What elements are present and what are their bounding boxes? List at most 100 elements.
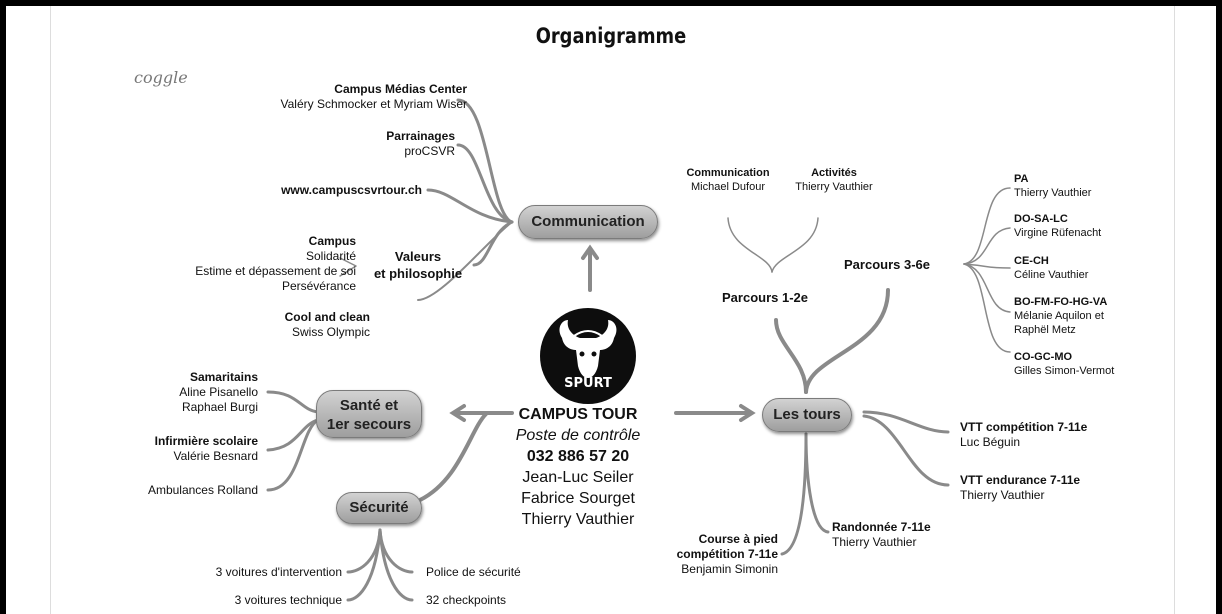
line-bofm: [963, 263, 1011, 313]
line-sante-securite: [418, 412, 488, 502]
node-valeurs-line: et philosophie: [373, 266, 463, 281]
node-les-tours[interactable]: Les tours: [762, 398, 852, 432]
item-title: VTT compétition 7-11e: [960, 420, 1088, 434]
node-parcours-3-6e: Parcours 3-6e: [844, 257, 930, 272]
item-title: Cool and clean: [284, 310, 370, 324]
item-voitures-intervention: 3 voitures d'intervention: [215, 565, 342, 579]
page-title: Organigramme: [535, 24, 687, 48]
item-campus-medias: Campus Médias Center Valéry Schmocker et…: [281, 82, 467, 112]
item-title: CE-CH: [1014, 255, 1049, 267]
line-cogcmo: [963, 263, 1011, 353]
valeurs-campus: Campus: [308, 234, 356, 248]
logo-text: SPURT: [564, 376, 612, 391]
item-cogcmo: CO-GC-MO Gilles Simon-Vermot: [1014, 350, 1114, 378]
item-website[interactable]: www.campuscsvrtour.ch: [281, 183, 422, 197]
node-communication[interactable]: Communication: [518, 205, 658, 239]
item-sub: Valérie Besnard: [173, 449, 259, 463]
line-voitures-technique: [346, 528, 382, 602]
item-sub: proCSVR: [404, 144, 455, 158]
node-valeurs: Valeurs et philosophie: [360, 248, 476, 282]
line-center-tours: [674, 404, 756, 422]
line-campus-valeurs: [339, 257, 357, 277]
item-police: Police de sécurité: [426, 565, 521, 579]
item-vtt-endurance: VTT endurance 7-11e Thierry Vauthier: [960, 473, 1080, 503]
center-person: Jean-Luc Seiler: [522, 469, 634, 486]
item-sub: Michael Dufour: [691, 181, 765, 193]
item-title: compétition 7-11e: [676, 547, 778, 561]
line-tours-p12: [774, 318, 808, 394]
item-title: CO-GC-MO: [1014, 351, 1073, 363]
item-sub: Thierry Vauthier: [1014, 187, 1092, 199]
center-name: CAMPUS TOUR: [518, 406, 638, 423]
item-voitures-technique: 3 voitures technique: [234, 593, 342, 607]
node-parcours-1-2e: Parcours 1-2e: [722, 290, 808, 305]
line-dosalc: [963, 227, 1011, 265]
line-tours-p36: [804, 288, 890, 394]
item-vtt-competition: VTT compétition 7-11e Luc Béguin: [960, 420, 1087, 450]
item-sub: Raphël Metz: [1014, 324, 1076, 336]
line-infirmiere: [266, 418, 320, 452]
item-title: VTT endurance 7-11e: [960, 473, 1081, 487]
item-sub: Luc Béguin: [960, 435, 1021, 449]
line-vtt-endurance: [862, 414, 950, 487]
item-sub: Aline Pisanello: [179, 385, 258, 399]
item-cech: CE-CH Céline Vauthier: [1014, 254, 1088, 282]
item-infirmiere: Infirmière scolaire Valérie Besnard: [155, 434, 258, 464]
line-campus-medias: [456, 98, 514, 224]
item-pa: PA Thierry Vauthier: [1014, 172, 1091, 200]
valeurs-item: Solidarité: [305, 249, 356, 263]
item-title: Parrainages: [386, 129, 455, 143]
line-parrainages: [456, 143, 514, 224]
item-sub: Céline Vauthier: [1014, 269, 1089, 281]
line-vtt-competition: [862, 410, 950, 434]
page-margin-left: [50, 6, 51, 614]
valeurs-item: Estime et dépassement de soi: [195, 264, 356, 278]
line-checkpoints: [378, 528, 414, 602]
node-sante-line: 1er secours: [326, 416, 412, 433]
item-title: Activités: [811, 167, 857, 179]
node-sante-line: Santé et: [339, 397, 399, 414]
item-title: Infirmière scolaire: [154, 434, 258, 448]
item-course-pied: Course à pied compétition 7-11e Benjamin…: [677, 532, 778, 577]
item-dosalc: DO-SA-LC Virgine Rüfenacht: [1014, 212, 1101, 240]
node-securite[interactable]: Sécurité: [336, 492, 422, 524]
coggle-logo: coggle: [134, 68, 188, 87]
line-ambulances: [266, 418, 320, 492]
item-randonnee: Randonnée 7-11e Thierry Vauthier: [832, 520, 931, 550]
item-title: DO-SA-LC: [1014, 213, 1068, 225]
center-node: CAMPUS TOUR Poste de contrôle 032 886 57…: [494, 404, 662, 530]
item-sub: Benjamin Simonin: [681, 562, 778, 576]
item-sub: Thierry Vauthier: [960, 488, 1045, 502]
item-title: BO-FM-FO-HG-VA: [1014, 296, 1108, 308]
bull-logo-icon: SPURT: [540, 308, 636, 404]
node-sante[interactable]: Santé et 1er secours: [316, 390, 422, 438]
center-phone: 032 886 57 20: [526, 448, 630, 465]
item-cool-clean: Cool and clean Swiss Olympic: [285, 310, 370, 340]
item-title: Communication: [686, 167, 770, 179]
valeurs-list: Campus Solidarité Estime et dépassement …: [195, 234, 356, 294]
item-ambulances: Ambulances Rolland: [147, 483, 258, 497]
item-parrainages: Parrainages proCSVR: [386, 129, 455, 159]
item-p12-activites: Activités Thierry Vauthier: [784, 166, 884, 194]
item-sub: Thierry Vauthier: [795, 181, 873, 193]
item-p12-communication: Communication Michael Dufour: [678, 166, 778, 194]
item-title: Campus Médias Center: [334, 82, 467, 96]
item-sub: Valéry Schmocker et Myriam Wiser: [280, 97, 467, 111]
item-sub: Swiss Olympic: [291, 325, 370, 339]
line-samaritains: [266, 390, 320, 414]
item-sub: Thierry Vauthier: [832, 535, 917, 549]
page-margin-right: [1174, 6, 1175, 614]
item-title: Samaritains: [189, 370, 258, 384]
line-pa: [963, 187, 1011, 265]
line-course-pied: [780, 432, 808, 556]
center-person: Fabrice Sourget: [521, 490, 635, 507]
item-title: PA: [1014, 173, 1029, 185]
line-p12-communication: [727, 217, 773, 273]
center-person: Thierry Vauthier: [521, 511, 635, 528]
line-cech: [963, 263, 1011, 269]
line-center-communication: [581, 244, 599, 292]
valeurs-item: Persévérance: [281, 279, 356, 293]
line-center-sante: [449, 404, 514, 422]
